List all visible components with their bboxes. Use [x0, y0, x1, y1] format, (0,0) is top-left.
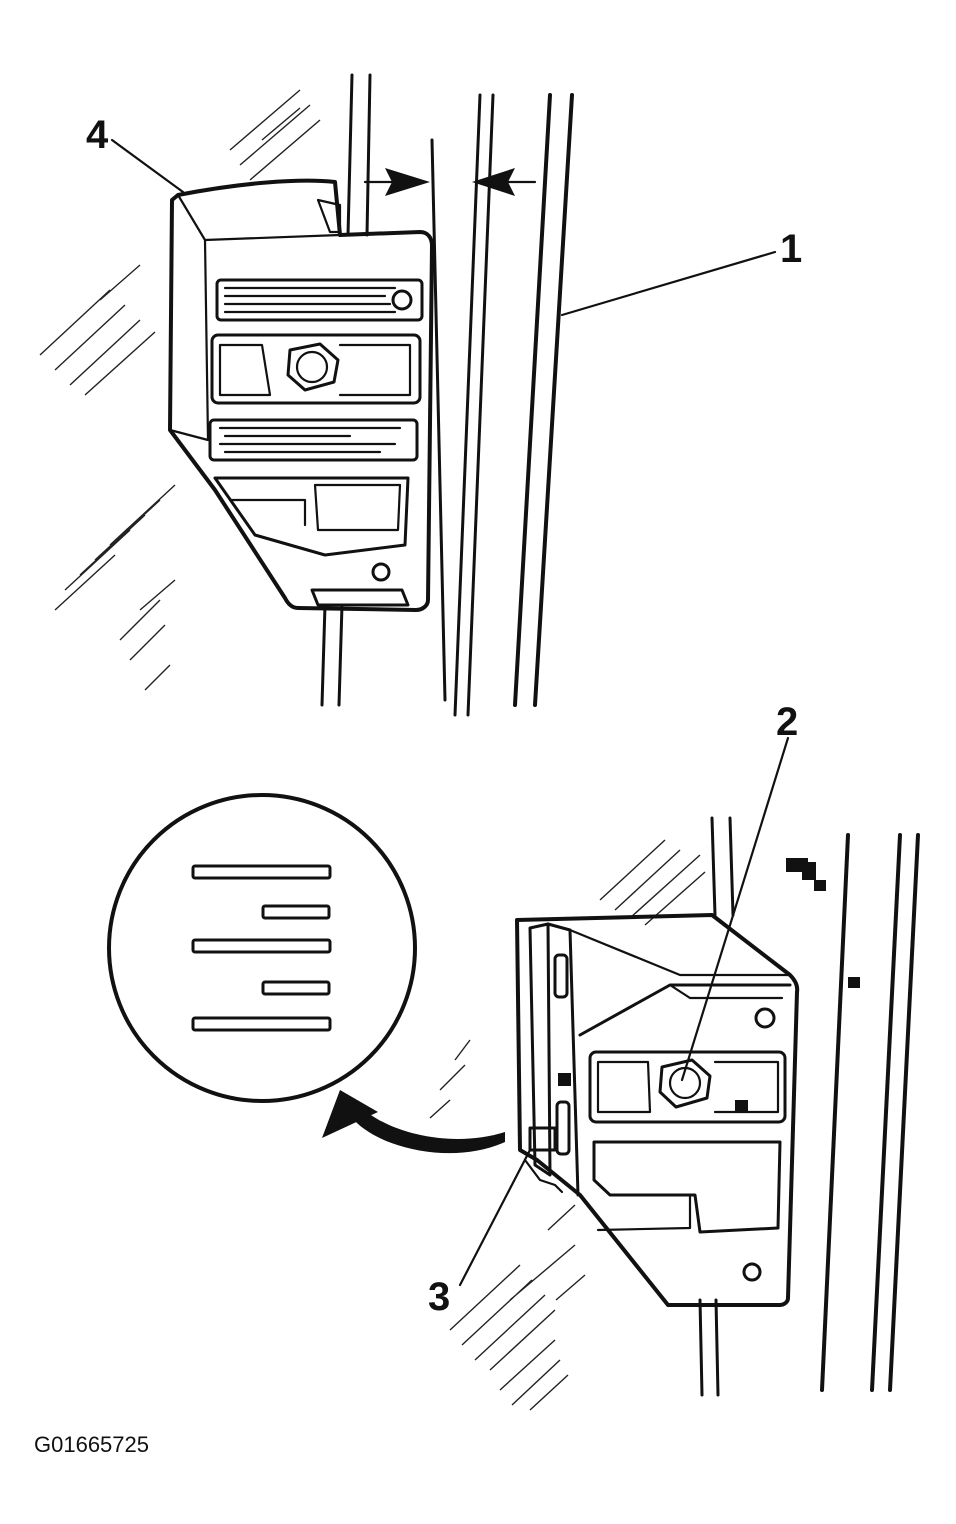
gap-dimension-arrows [363, 168, 537, 196]
callout-4: 4 [86, 113, 109, 157]
detail-short-bar [261, 904, 331, 920]
detail-magnifier [107, 793, 417, 1103]
leader-line-2 [680, 736, 790, 1082]
callout-3: 3 [428, 1275, 450, 1319]
callout-2: 2 [776, 700, 798, 744]
glass-hatching-top [39, 89, 321, 691]
detail-long-bar [191, 938, 332, 954]
callout-1: 1 [780, 227, 802, 271]
figure-id: G01665725 [34, 1432, 149, 1457]
leader-line-3 [458, 1148, 532, 1287]
detail-short-bar [261, 980, 331, 996]
trim-panel-top [168, 178, 434, 612]
leader-line-4 [110, 138, 185, 194]
detail-arrow [322, 1090, 505, 1154]
door-frame-lines-bottom [698, 816, 920, 1397]
glass-hatching-bottom [429, 839, 706, 1411]
top-view: 4 1 [39, 73, 802, 717]
bottom-view: 2 3 [428, 700, 920, 1411]
door-frame-lines-top [320, 73, 574, 717]
debris-marks [786, 858, 860, 988]
leader-line-1 [560, 250, 777, 317]
detail-long-bar [191, 1016, 332, 1032]
trim-panel-bottom [515, 913, 800, 1307]
detail-long-bar [191, 864, 332, 880]
